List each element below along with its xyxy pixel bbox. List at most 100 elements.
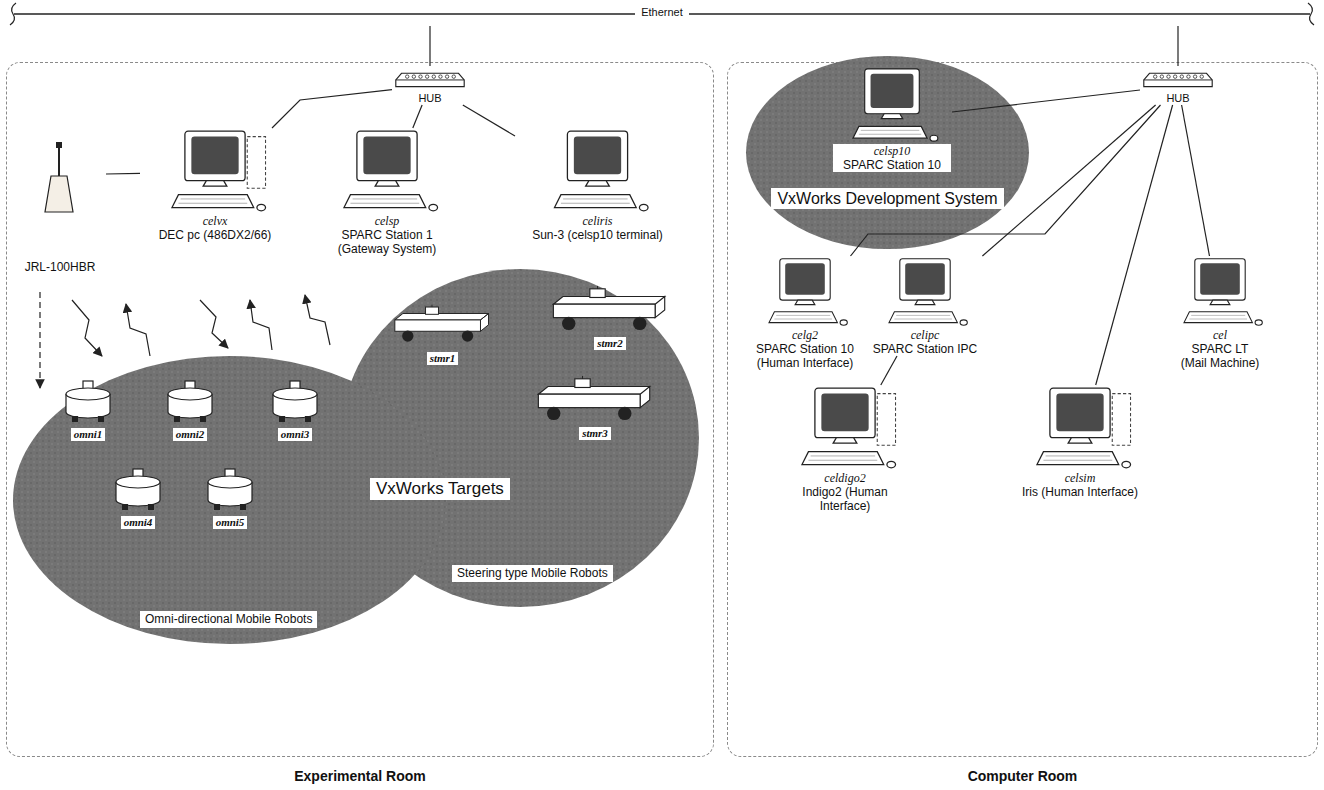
group-label: Omni-directional Mobile Robots bbox=[140, 611, 317, 628]
hub-icon-part bbox=[1153, 75, 1156, 78]
computer-icon bbox=[1005, 385, 1155, 471]
computer-icon-part bbox=[247, 137, 265, 189]
network-cable bbox=[463, 105, 515, 136]
room-panel: Computer Room HUB VxWorks Development Syst… bbox=[727, 62, 1318, 788]
host-description: SPARC Station IPC bbox=[863, 342, 988, 356]
computer-icon-part bbox=[1056, 394, 1103, 432]
hub-icon-part bbox=[405, 75, 408, 78]
host-description: Sun-3 (celsp10 terminal) bbox=[518, 228, 678, 242]
steering-robot-icon-part bbox=[590, 289, 605, 298]
computer-icon-part bbox=[363, 137, 410, 175]
radio-beam bbox=[72, 300, 102, 356]
omni-robot-icon-part bbox=[122, 504, 128, 510]
hub-icon-part bbox=[419, 75, 422, 78]
computer-icon bbox=[770, 385, 920, 471]
computer-icon-part bbox=[357, 131, 417, 180]
steering-robot-icon bbox=[530, 375, 660, 423]
computer-icon bbox=[1165, 256, 1275, 328]
computer-icon-part bbox=[881, 114, 902, 119]
network-cable bbox=[429, 26, 430, 66]
omni-robot-icon-part bbox=[214, 504, 220, 510]
host-description: SPARC Station 1 (Gateway System) bbox=[325, 228, 450, 256]
omni-robot-icon-part bbox=[148, 504, 154, 510]
omni-robot: omni5 bbox=[200, 468, 260, 530]
steering-robot-icon-part bbox=[553, 304, 655, 317]
ethernet-bus: Ethernet bbox=[4, 2, 1320, 26]
host-name: celiris bbox=[518, 214, 678, 228]
computer-icon-part bbox=[1037, 452, 1119, 465]
computer-icon-part bbox=[178, 199, 247, 203]
computer-icon-part bbox=[780, 259, 830, 300]
network-cable bbox=[272, 90, 392, 128]
steering-robot: stmr1 bbox=[390, 300, 495, 366]
hub-icon-part bbox=[1144, 73, 1212, 86]
omni-robot: omni1 bbox=[58, 380, 118, 442]
network-cable bbox=[851, 105, 1161, 256]
omni-robot-icon-part bbox=[200, 416, 206, 422]
computer-box: celSPARC LT (Mail Machine) bbox=[1165, 256, 1275, 370]
computer-icon-part bbox=[1068, 438, 1092, 443]
computer-icon-part bbox=[865, 69, 920, 114]
computer-icon-part bbox=[1184, 312, 1252, 323]
computer-icon-part bbox=[1189, 315, 1247, 319]
host-name: celg2 bbox=[743, 328, 868, 342]
computer-icon-part bbox=[808, 456, 877, 460]
antenna-icon-part bbox=[56, 142, 62, 148]
computer-icon-part bbox=[815, 388, 875, 437]
computer-icon-part bbox=[795, 300, 815, 305]
computer-icon-part bbox=[774, 315, 832, 319]
computer-icon bbox=[515, 128, 680, 214]
steering-robot-icon-part bbox=[597, 286, 598, 289]
network-cable bbox=[1096, 105, 1173, 385]
computer-icon-part bbox=[555, 195, 637, 208]
computer-box: celsimIris (Human Interface) bbox=[1005, 385, 1155, 499]
computer-icon-part bbox=[877, 394, 895, 446]
steering-robot-icon-part bbox=[553, 297, 664, 318]
omni-robot-icon-part bbox=[174, 416, 180, 422]
room-label: Computer Room bbox=[727, 768, 1318, 785]
computer-icon-part bbox=[191, 137, 238, 175]
host-name: celsp bbox=[325, 214, 450, 228]
host-description: SPARC Station 10 (Human Interface) bbox=[743, 342, 868, 370]
radio-beam bbox=[305, 295, 330, 345]
computer-icon bbox=[860, 256, 990, 328]
group-label: VxWorks Targets bbox=[370, 478, 510, 500]
computer-box: celirisSun-3 (celsp10 terminal) bbox=[515, 128, 680, 242]
computer-icon-part bbox=[1112, 394, 1130, 446]
network-cable bbox=[881, 356, 897, 385]
omni-robot-icon-part bbox=[168, 388, 212, 400]
computer-icon bbox=[832, 66, 952, 144]
steering-robot-icon-part bbox=[395, 320, 481, 331]
hub-icon-part bbox=[1173, 75, 1176, 78]
hub-label: HUB bbox=[1140, 92, 1216, 105]
robot-name: omni1 bbox=[71, 428, 106, 441]
group-label: VxWorks Development System bbox=[771, 188, 1003, 209]
hub-icon-part bbox=[445, 75, 448, 78]
hub-icon-part bbox=[1144, 79, 1212, 80]
computer-icon-part bbox=[375, 181, 399, 186]
steering-robot-icon-part bbox=[633, 317, 646, 330]
steering-robot-icon-part bbox=[618, 407, 631, 420]
robot-name: omni5 bbox=[213, 516, 248, 529]
computer-icon bbox=[140, 128, 290, 214]
steering-robot-icon-part bbox=[426, 307, 439, 314]
hub-icon-part bbox=[432, 75, 435, 78]
computer-icon-part bbox=[889, 312, 957, 323]
omni-robot-icon-part bbox=[72, 416, 78, 422]
steering-robot-icon bbox=[390, 300, 495, 348]
omni-robot-icon bbox=[265, 380, 325, 424]
omni-robot: omni3 bbox=[265, 380, 325, 442]
computer-icon-part bbox=[802, 452, 884, 465]
computer-icon-part bbox=[859, 130, 921, 134]
robot-name: stmr1 bbox=[427, 352, 459, 365]
computer-icon-part bbox=[887, 461, 896, 467]
computer-icon-part bbox=[1122, 461, 1131, 467]
computer-icon-part bbox=[639, 204, 648, 210]
omni-robot-icon-part bbox=[240, 504, 246, 510]
host-name: celsp10 bbox=[833, 144, 951, 158]
hub-icon-part bbox=[1167, 75, 1170, 78]
hub-icon-part bbox=[425, 75, 428, 78]
omni-robot-icon-part bbox=[305, 416, 311, 422]
bus-line-part bbox=[1308, 3, 1314, 25]
